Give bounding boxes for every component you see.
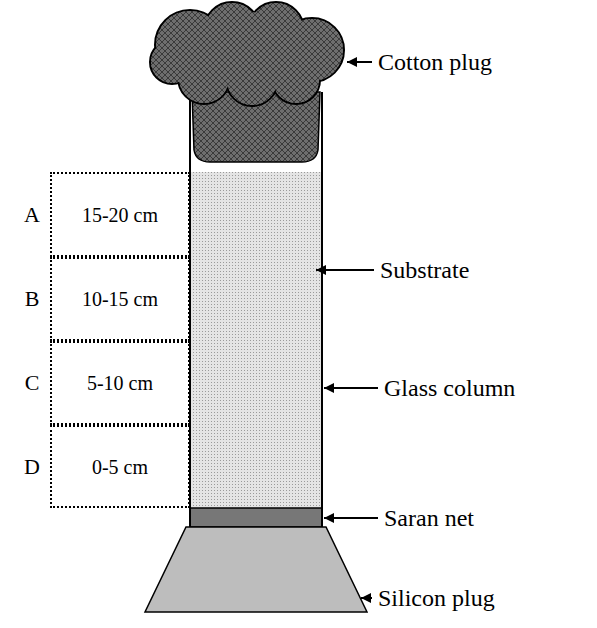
substrate [190,172,322,508]
depth-band: D0-5 cm [50,425,190,508]
part-label: Glass column [384,374,515,402]
part-label: Silicon plug [378,584,495,612]
part-label: Saran net [384,504,474,532]
saran-net [190,508,322,527]
depth-range: 5-10 cm [52,372,188,395]
leader-arrow [316,62,378,598]
part-label: Cotton plug [378,48,492,76]
depth-range: 0-5 cm [52,455,188,478]
depth-range: 15-20 cm [52,203,188,226]
depth-band: B10-15 cm [50,257,190,341]
depth-range: 10-15 cm [52,288,188,311]
depth-band: C5-10 cm [50,341,190,425]
band-letter: C [20,370,44,396]
silicon-plug [145,527,367,612]
glass-wall [321,92,323,527]
band-letter: A [20,202,44,228]
band-letter: B [20,286,44,312]
depth-band: A15-20 cm [50,172,190,257]
cotton-plug [150,2,344,106]
part-label: Substrate [380,256,469,284]
band-letter: D [20,454,44,480]
